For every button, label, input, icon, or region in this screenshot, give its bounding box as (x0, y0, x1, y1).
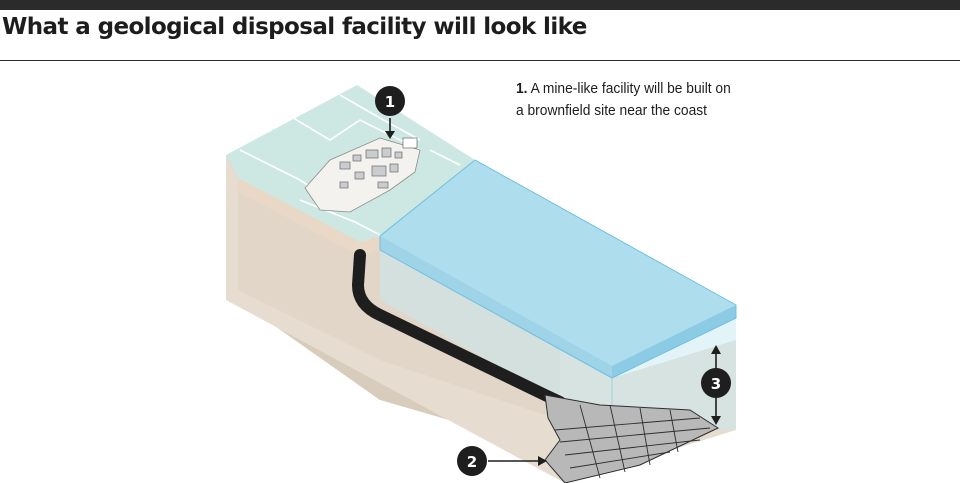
callout-2-marker: 2 (457, 446, 487, 476)
callout-1-marker: 1 (375, 86, 405, 116)
depth-arrow-bottom (711, 416, 721, 425)
title-divider (0, 60, 960, 61)
header-bar (0, 0, 960, 10)
sea-outline (379, 159, 737, 379)
depth-arrow-top (711, 345, 721, 354)
callout-3-marker: 3 (701, 368, 731, 398)
callout-1-arrowhead (385, 131, 395, 139)
callout-2-arrowhead (538, 456, 547, 466)
callout-1-annotation: 1. A mine-like facility will be built on… (516, 80, 731, 119)
callout-1-text: A mine-like facility will be built on a … (516, 80, 731, 119)
facility-diagram: 1 2 3 (226, 85, 737, 483)
page-title: What a geological disposal facility will… (2, 14, 587, 40)
callout-3-number: 3 (711, 375, 721, 393)
facility-buildings (339, 137, 418, 189)
sea-right-face (612, 305, 736, 378)
vault-grid (554, 404, 711, 479)
sea-body (380, 250, 736, 430)
callout-2-number: 2 (467, 453, 477, 471)
sea-surface (380, 160, 736, 378)
callout-1-number: 1 (385, 93, 395, 111)
disposal-vaults (544, 394, 720, 483)
access-tunnel (351, 249, 566, 408)
sea-front-face (380, 236, 612, 378)
land-edge (238, 178, 380, 256)
callout-1-label-number: 1 (516, 80, 524, 97)
